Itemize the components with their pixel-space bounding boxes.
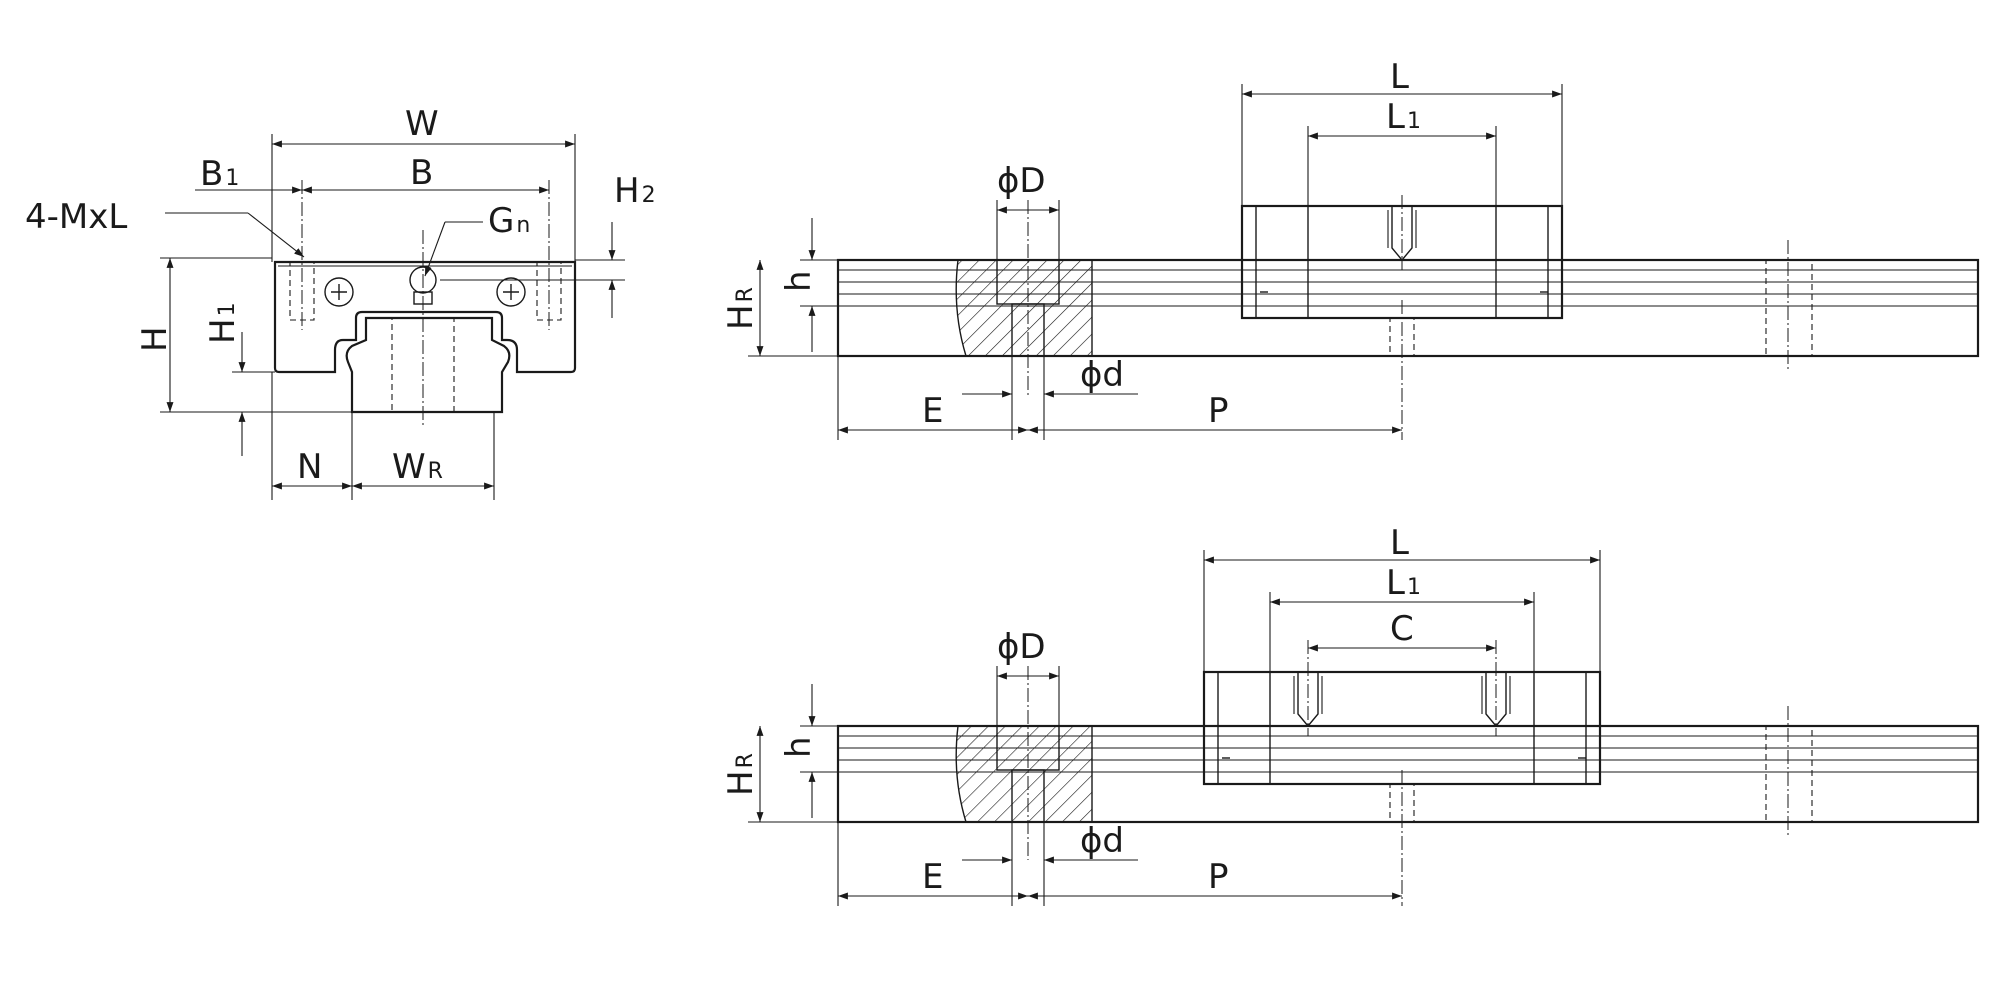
callout-mxl: 4-MxL	[25, 197, 127, 237]
rail-bottom	[836, 724, 1980, 824]
callout-Gn: Gn	[488, 201, 530, 241]
dim-H2: H2	[614, 171, 656, 211]
dim-H: H	[135, 326, 175, 352]
dim-H1: H1	[203, 302, 243, 344]
dim-P: P	[1208, 391, 1229, 431]
dim-B1: B1	[200, 154, 239, 194]
dim-L1: L1	[1386, 97, 1421, 137]
dim-phiD-bottom: ϕD	[997, 627, 1046, 667]
dim-HR-bottom: HR	[721, 753, 761, 796]
dim-L1-bottom: L1	[1386, 563, 1421, 603]
dim-P-bottom: P	[1208, 857, 1229, 897]
dim-h: h	[779, 270, 819, 292]
dim-E-bottom: E	[922, 857, 943, 897]
side-view-bottom: L L1 C ϕD h HR ϕd E P	[721, 523, 1980, 906]
dim-E: E	[922, 391, 943, 431]
roller-right	[496, 277, 526, 307]
dim-N: N	[297, 447, 322, 487]
dim-L-bottom: L	[1390, 523, 1409, 563]
dim-phid: ϕd	[1080, 355, 1124, 395]
roller-left	[324, 277, 354, 307]
dim-W: W	[405, 104, 439, 144]
dim-h-bottom: h	[779, 736, 819, 758]
dim-B: B	[410, 153, 433, 193]
block-outline	[273, 260, 577, 374]
rail-outline	[345, 316, 511, 414]
side-view-top: L L1 ϕD h HR ϕd E P	[721, 57, 1980, 440]
dim-HR: HR	[721, 287, 761, 330]
dim-phid-bottom: ϕd	[1080, 821, 1124, 861]
grease-nipple	[409, 266, 437, 294]
rail-top	[836, 258, 1980, 358]
dim-phiD: ϕD	[997, 161, 1046, 201]
dim-WR: WR	[392, 447, 443, 487]
dim-C: C	[1390, 609, 1414, 649]
dim-L: L	[1390, 57, 1409, 97]
end-view: W B B1 4-MxL Gn H2 H H1	[25, 104, 656, 500]
carriage-bottom	[1202, 670, 1602, 786]
